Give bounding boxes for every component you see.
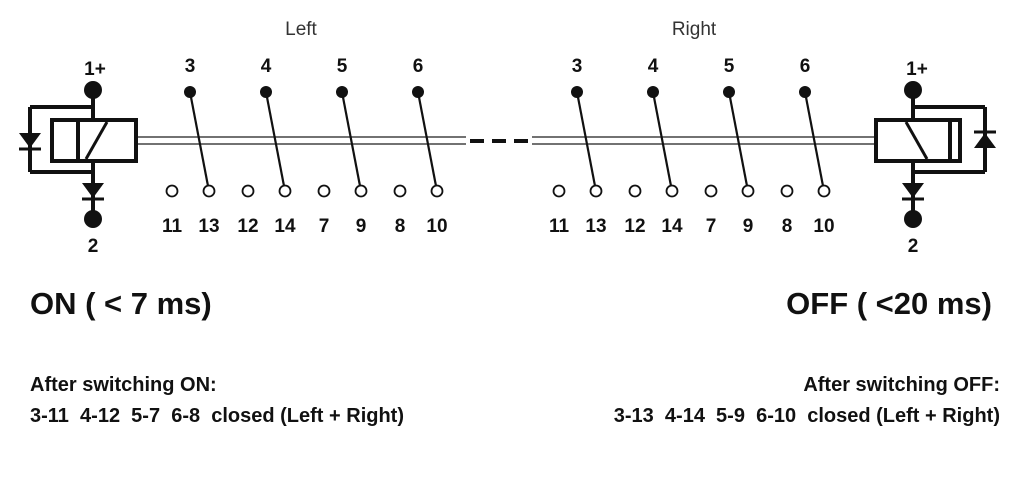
- right-common-contact: [647, 86, 659, 98]
- left-common-contact: [336, 86, 348, 98]
- left-coil-minus-label: 2: [88, 236, 99, 257]
- right-bottom-terminal-label: 11: [549, 216, 570, 237]
- left-coil-minus-terminal: [84, 210, 102, 228]
- left-switch-blade: [264, 91, 286, 187]
- left-top-terminal-label: 3: [185, 56, 196, 77]
- left-common-contact: [412, 86, 424, 98]
- right-bottom-terminal-label: 7: [706, 216, 717, 237]
- right-coil-plus-terminal: [904, 81, 922, 99]
- left-bottom-terminal-label: 11: [162, 216, 183, 237]
- right-top-terminal-label: 4: [648, 56, 659, 77]
- left-contact-terminal: [317, 184, 331, 198]
- right-contact-terminal: [589, 184, 603, 198]
- right-bottom-terminal-label: 12: [624, 216, 645, 237]
- left-bottom-terminal-label: 12: [237, 216, 258, 237]
- right-contact-terminal: [628, 184, 642, 198]
- left-common-contact: [260, 86, 272, 98]
- left-bottom-terminal-label: 10: [426, 216, 447, 237]
- left-top-terminal-label: 5: [337, 56, 348, 77]
- right-bottom-terminal-label: 8: [782, 216, 793, 237]
- right-switch-blade: [651, 91, 673, 187]
- right-switch-blade: [727, 91, 749, 187]
- left-contact-terminal: [354, 184, 368, 198]
- left-top-terminal-label: 4: [261, 56, 272, 77]
- left-bottom-terminal-label: 9: [356, 216, 367, 237]
- right-common-contact: [799, 86, 811, 98]
- left-coil-plus-label: 1+: [84, 59, 106, 80]
- left-contact-terminal: [202, 184, 216, 198]
- right-coil-box: [874, 118, 962, 163]
- right-coil-minus-label: 2: [908, 236, 919, 257]
- after-off-description: After switching OFF: 3-13 4-14 5-9 6-10 …: [614, 370, 1000, 432]
- right-contact-terminal: [665, 184, 679, 198]
- after-off-detail: 3-13 4-14 5-9 6-10 closed (Left + Right): [613, 405, 1000, 427]
- left-switch-blade: [416, 91, 438, 187]
- right-contact-terminal: [704, 184, 718, 198]
- left-contact-terminal: [165, 184, 179, 198]
- left-switch-blade: [188, 91, 210, 187]
- left-relay-coil: [28, 95, 138, 215]
- left-coil-plus-terminal: [84, 81, 102, 99]
- left-bottom-terminal-label: 14: [274, 216, 296, 237]
- left-switch-blade: [340, 91, 362, 187]
- right-top-terminal-label: 3: [572, 56, 583, 77]
- after-on-title: After switching ON:: [30, 374, 217, 396]
- right-top-terminal-label: 6: [800, 56, 811, 77]
- left-contact-terminal: [278, 184, 292, 198]
- right-switch-blade: [575, 91, 597, 187]
- right-common-contact: [571, 86, 583, 98]
- left-top-terminal-label: 6: [413, 56, 424, 77]
- left-coil-box: [50, 118, 138, 163]
- right-contact-terminal: [552, 184, 566, 198]
- right-group-label: Right: [672, 19, 717, 40]
- right-contact-terminal: [780, 184, 794, 198]
- right-relay-coil: [874, 95, 987, 215]
- left-group-label: Left: [285, 19, 317, 40]
- left-contact-terminal: [241, 184, 255, 198]
- left-contacts: 3 4 5 6 11 13 12 14 7: [162, 56, 448, 237]
- mechanical-linkage: [136, 136, 876, 145]
- right-bottom-terminal-label: 14: [661, 216, 683, 237]
- after-off-title: After switching OFF:: [803, 374, 1000, 396]
- right-flyback-diode: [974, 130, 996, 148]
- on-timing-label: ON ( < 7 ms): [30, 286, 212, 321]
- left-common-contact: [184, 86, 196, 98]
- right-coil-plus-label: 1+: [906, 59, 928, 80]
- after-on-detail: 3-11 4-12 5-7 6-8 closed (Left + Right): [30, 405, 405, 427]
- right-bottom-terminal-label: 13: [585, 216, 606, 237]
- left-contact-terminal: [393, 184, 407, 198]
- left-bottom-terminal-label: 7: [319, 216, 330, 237]
- right-series-diode: [902, 183, 924, 201]
- right-common-contact: [723, 86, 735, 98]
- right-coil-minus-terminal: [904, 210, 922, 228]
- off-timing-label: OFF ( <20 ms): [786, 286, 992, 321]
- right-bottom-terminal-label: 10: [813, 216, 834, 237]
- right-contacts: 3 4 5 6 11 13 12 14 7: [549, 56, 835, 237]
- left-bottom-terminal-label: 8: [395, 216, 406, 237]
- right-bottom-terminal-label: 9: [743, 216, 754, 237]
- left-series-diode: [82, 183, 104, 201]
- left-flyback-diode: [19, 133, 41, 151]
- left-bottom-terminal-label: 13: [198, 216, 219, 237]
- right-contact-terminal: [741, 184, 755, 198]
- left-contact-terminal: [430, 184, 444, 198]
- right-switch-blade: [803, 91, 825, 187]
- after-on-description: After switching ON: 3-11 4-12 5-7 6-8 cl…: [30, 370, 404, 432]
- right-contact-terminal: [817, 184, 831, 198]
- right-top-terminal-label: 5: [724, 56, 735, 77]
